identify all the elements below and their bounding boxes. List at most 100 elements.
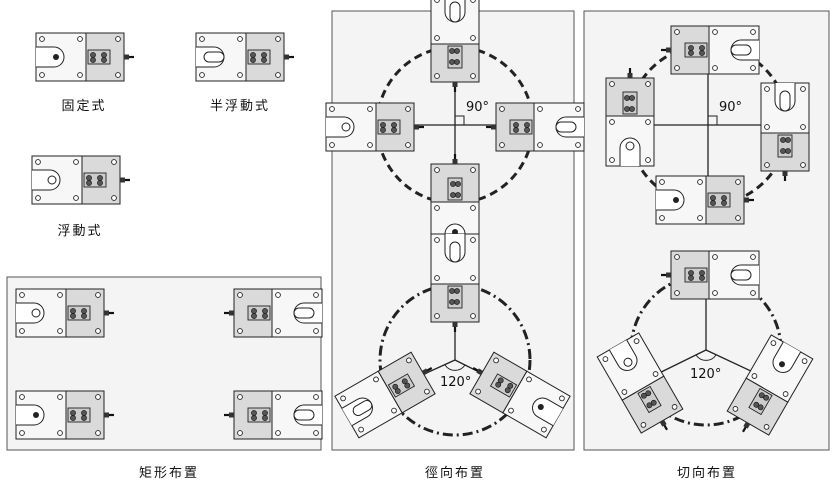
bolt-hole — [640, 422, 647, 428]
base-cutout — [16, 404, 45, 426]
sensor-screw — [721, 200, 727, 206]
base-cutout — [36, 46, 65, 68]
sensor-screw — [251, 313, 257, 319]
bolt-hole — [750, 290, 756, 296]
floating-module — [31, 155, 130, 205]
bolt-hole — [73, 195, 79, 201]
sensor-screw — [688, 45, 694, 51]
float-ring — [623, 357, 633, 367]
sensor-screw — [624, 106, 630, 112]
radial-module-right — [486, 102, 585, 152]
slot — [449, 241, 461, 263]
bolt-hole — [275, 36, 281, 42]
bolt-hole — [712, 29, 718, 35]
sensor-screw — [710, 195, 716, 201]
bolt-hole — [674, 65, 680, 71]
bolt-hole — [373, 376, 379, 383]
sensor-screw — [641, 392, 647, 399]
tangential-three-angle-label: 120° — [690, 367, 721, 382]
base-cutout — [326, 116, 355, 138]
bolt-hole — [499, 106, 505, 112]
bolt-hole — [275, 328, 281, 334]
tangential-module-top — [661, 25, 760, 75]
float-ring — [341, 122, 351, 132]
bolt-hole — [712, 65, 718, 71]
bolt-hole — [237, 292, 243, 298]
sensor-screw — [261, 57, 267, 63]
base-cutout — [619, 137, 641, 166]
bolt-hole — [735, 179, 741, 185]
sensor-screw — [688, 275, 694, 281]
bolt-hole — [57, 328, 63, 334]
bolt-hole — [424, 388, 430, 395]
sensor-screw — [629, 106, 635, 112]
sensor-screw — [97, 175, 103, 181]
bolt-hole — [313, 292, 319, 298]
bolt-hole — [575, 106, 581, 112]
bolt-hole — [763, 424, 770, 430]
cable-gland — [476, 368, 484, 376]
bolt-hole — [313, 430, 319, 436]
sensor-screw — [688, 270, 694, 276]
load-cell-modules — [15, 0, 814, 440]
sensor-screw — [251, 410, 257, 416]
bolt-hole — [645, 119, 651, 125]
sensor-screw — [454, 48, 460, 54]
float-ring — [625, 141, 635, 151]
tangential3-module-top — [661, 250, 760, 300]
sensor-screw — [262, 308, 268, 314]
sensor-screw — [449, 59, 455, 65]
sensor-screw — [721, 195, 727, 201]
bolt-hole — [434, 73, 440, 79]
bolt-hole — [237, 36, 243, 42]
bolt-hole — [537, 142, 543, 148]
sensor-screw — [780, 137, 786, 143]
bolt-hole — [621, 389, 628, 395]
slot — [293, 409, 315, 421]
cable-gland — [414, 124, 419, 130]
cable-gland — [666, 272, 671, 278]
bolt-hole — [770, 340, 777, 346]
semi-floating-label: 半浮動式 — [209, 99, 270, 114]
base-cutout — [16, 302, 45, 324]
bolt-hole — [275, 72, 281, 78]
bolt-hole — [329, 106, 335, 112]
slot — [779, 90, 791, 112]
bolt-hole — [391, 407, 397, 414]
cable-gland — [452, 82, 458, 87]
sensor-screw — [250, 57, 256, 63]
bolt-hole — [526, 376, 532, 383]
cable-gland — [104, 412, 109, 418]
sensor-screw — [785, 148, 791, 154]
rect-module-bottom-right — [224, 390, 323, 440]
bolt-hole — [493, 357, 499, 364]
bolt-hole — [750, 29, 756, 35]
bolt-hole — [470, 0, 476, 3]
cable-gland — [743, 421, 751, 429]
cable-gland — [284, 54, 289, 60]
bolt-hole — [358, 426, 364, 433]
bolt-hole — [19, 328, 25, 334]
bolt-hole — [313, 394, 319, 400]
bolt-hole — [609, 119, 615, 125]
sensor-screw — [699, 275, 705, 281]
sensor-screw — [763, 394, 769, 401]
cable-gland — [491, 124, 496, 130]
bolt-hole — [470, 313, 476, 319]
bolt-hole — [735, 215, 741, 221]
floating-label: 浮動式 — [57, 224, 103, 239]
bolt-hole — [764, 86, 770, 92]
cable-gland — [104, 310, 109, 316]
radial3-module-top — [430, 233, 480, 332]
bolt-hole — [782, 391, 789, 397]
radial3-module-left — [334, 351, 436, 439]
sensor-screw — [699, 45, 705, 51]
sensor-screw — [250, 52, 256, 58]
sensor-screw — [251, 308, 257, 314]
sensor-screw — [449, 48, 455, 54]
bolt-hole — [434, 167, 440, 173]
sensor-screw — [449, 288, 455, 294]
cable-gland — [124, 54, 129, 60]
